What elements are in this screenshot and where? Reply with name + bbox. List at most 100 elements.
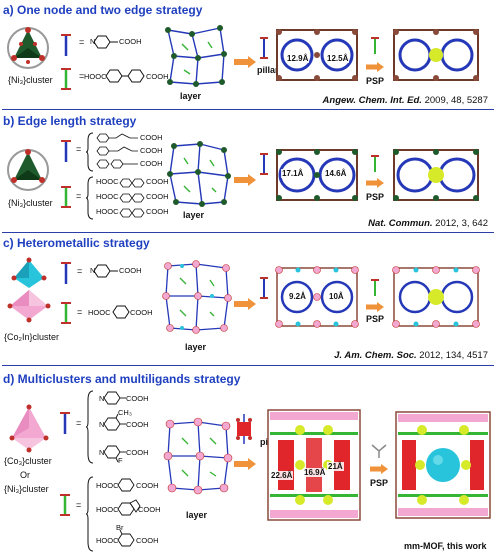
linker-formula: Br xyxy=(116,523,124,532)
layer-label: layer xyxy=(180,91,202,101)
linker-formula: HOOC xyxy=(96,536,119,545)
linker-formula: N xyxy=(90,37,96,46)
biphenyl-dicarboxylate-structure xyxy=(105,69,145,83)
isonicotinate-structure xyxy=(93,264,118,278)
linker-formula: COOH xyxy=(126,448,149,457)
psp-label: PSP xyxy=(366,314,385,324)
co3-cluster-icon xyxy=(9,404,49,453)
pore-dimension: 9.2Å xyxy=(288,292,307,301)
polyphenyl-structures xyxy=(119,178,145,218)
equals-sign: = xyxy=(79,37,85,47)
brace-icon xyxy=(85,132,94,172)
layer-label: layer xyxy=(185,342,207,352)
pillar-linker-icon xyxy=(260,277,268,299)
pore-dimension: 12.5Å xyxy=(326,54,350,63)
linker-formula: COOH xyxy=(146,177,169,186)
arrow-icon xyxy=(234,298,256,310)
layer-label: layer xyxy=(183,210,205,220)
pore-dimension: 21Å xyxy=(327,462,344,471)
psp-linker-icon xyxy=(371,155,379,172)
linker-formula: CH₃ xyxy=(118,408,132,417)
linker-formula: COOH xyxy=(140,159,163,168)
psp-framework xyxy=(392,266,480,328)
linker-formula: HOOC xyxy=(96,177,119,186)
psp-label: PSP xyxy=(370,478,389,488)
result-label: mm-MOF, this work xyxy=(404,541,487,551)
green-linker-icon xyxy=(61,186,71,208)
psp-framework xyxy=(393,29,479,81)
panel-d: d) Multiclusters and multiligands strate… xyxy=(0,368,496,559)
linker-formula: COOH xyxy=(146,207,169,216)
brace-icon xyxy=(85,176,94,220)
panel-title: b) Edge length strategy xyxy=(3,114,137,128)
isonicotinate-structure xyxy=(93,35,118,49)
linker-formula: COOH xyxy=(138,505,161,514)
pillared-framework xyxy=(267,409,361,521)
linker-formula: COOH xyxy=(146,192,169,201)
reference: Angew. Chem. Int. Ed. 2009, 48, 5287 xyxy=(322,95,488,106)
cluster-label: {Co₃}cluster xyxy=(4,456,52,466)
panel-title: a) One node and two edge strategy xyxy=(3,3,203,17)
dicarboxylate-structures xyxy=(117,478,141,547)
green-linker-icon xyxy=(61,302,71,324)
blue-linker-icon xyxy=(61,34,71,56)
linker-formula: N xyxy=(99,448,105,457)
reference: Nat. Commun. 2012, 3, 642 xyxy=(368,218,488,229)
linker-formula: HOOC xyxy=(88,308,111,317)
panel-title: d) Multiclusters and multiligands strate… xyxy=(3,372,241,386)
linker-formula: COOH xyxy=(136,481,159,490)
arrow-icon xyxy=(366,62,384,72)
equals-sign: = xyxy=(76,500,82,510)
equals-sign: = xyxy=(77,307,83,317)
linker-formula: COOH xyxy=(140,133,163,142)
separator xyxy=(2,232,494,233)
mm-mof-framework xyxy=(395,411,491,519)
arrow-icon xyxy=(366,178,384,188)
pore-dimension: 12.9Å xyxy=(286,54,310,63)
linker-formula: COOH xyxy=(126,420,149,429)
linker-formula: HOOC xyxy=(96,207,119,216)
arrow-icon xyxy=(234,56,256,68)
cluster-label: {Ni₃}cluster xyxy=(8,198,53,208)
or-label: Or xyxy=(20,470,30,480)
linker-formula: N xyxy=(99,394,105,403)
layer-network xyxy=(163,417,233,495)
linker-formula: F xyxy=(118,456,123,465)
psp-label: PSP xyxy=(366,192,385,202)
blue-linker-icon xyxy=(60,412,70,434)
layer-network xyxy=(167,141,231,207)
psp-label: PSP xyxy=(366,76,385,86)
blue-linker-icon xyxy=(61,140,71,162)
cinnamate-structures xyxy=(96,133,138,169)
separator xyxy=(2,365,494,366)
linker-formula: HOOC xyxy=(84,72,107,81)
brace-icon xyxy=(85,390,94,464)
psp-linker-icon xyxy=(371,37,379,54)
panel-b: b) Edge length strategy {Ni₃}cluster = C… xyxy=(0,112,496,234)
equals-sign: = xyxy=(77,266,83,276)
brace-icon xyxy=(85,476,94,552)
panel-title: c) Heterometallic strategy xyxy=(3,236,150,250)
pillar-linker-icon xyxy=(260,37,268,59)
cluster-label: {Ni₃}cluster xyxy=(4,484,49,494)
equals-sign: = xyxy=(79,71,85,81)
linker-formula: COOH xyxy=(136,536,159,545)
pillar-label: pillar xyxy=(257,65,279,75)
equals-sign: = xyxy=(76,418,82,428)
psp-linker-icon xyxy=(371,444,387,458)
blue-linker-icon xyxy=(61,262,71,284)
pore-dimension: 14.6Å xyxy=(324,169,348,178)
pyridine-carboxylate-structures xyxy=(103,391,126,463)
pore-dimension: 16.9Å xyxy=(303,468,327,477)
linker-formula: HOOC xyxy=(96,481,119,490)
arrow-icon xyxy=(234,174,256,186)
arrow-icon xyxy=(234,458,256,470)
panel-a: a) One node and two edge strategy {Ni₃}c… xyxy=(0,0,496,112)
layer-network xyxy=(165,25,227,87)
co2in-cluster-icon xyxy=(7,257,51,323)
linker-formula: COOH xyxy=(130,308,153,317)
linker-formula: N xyxy=(99,420,105,429)
equals-sign: = xyxy=(76,191,82,201)
psp-linker-icon xyxy=(371,279,379,296)
linker-formula: COOH xyxy=(140,146,163,155)
